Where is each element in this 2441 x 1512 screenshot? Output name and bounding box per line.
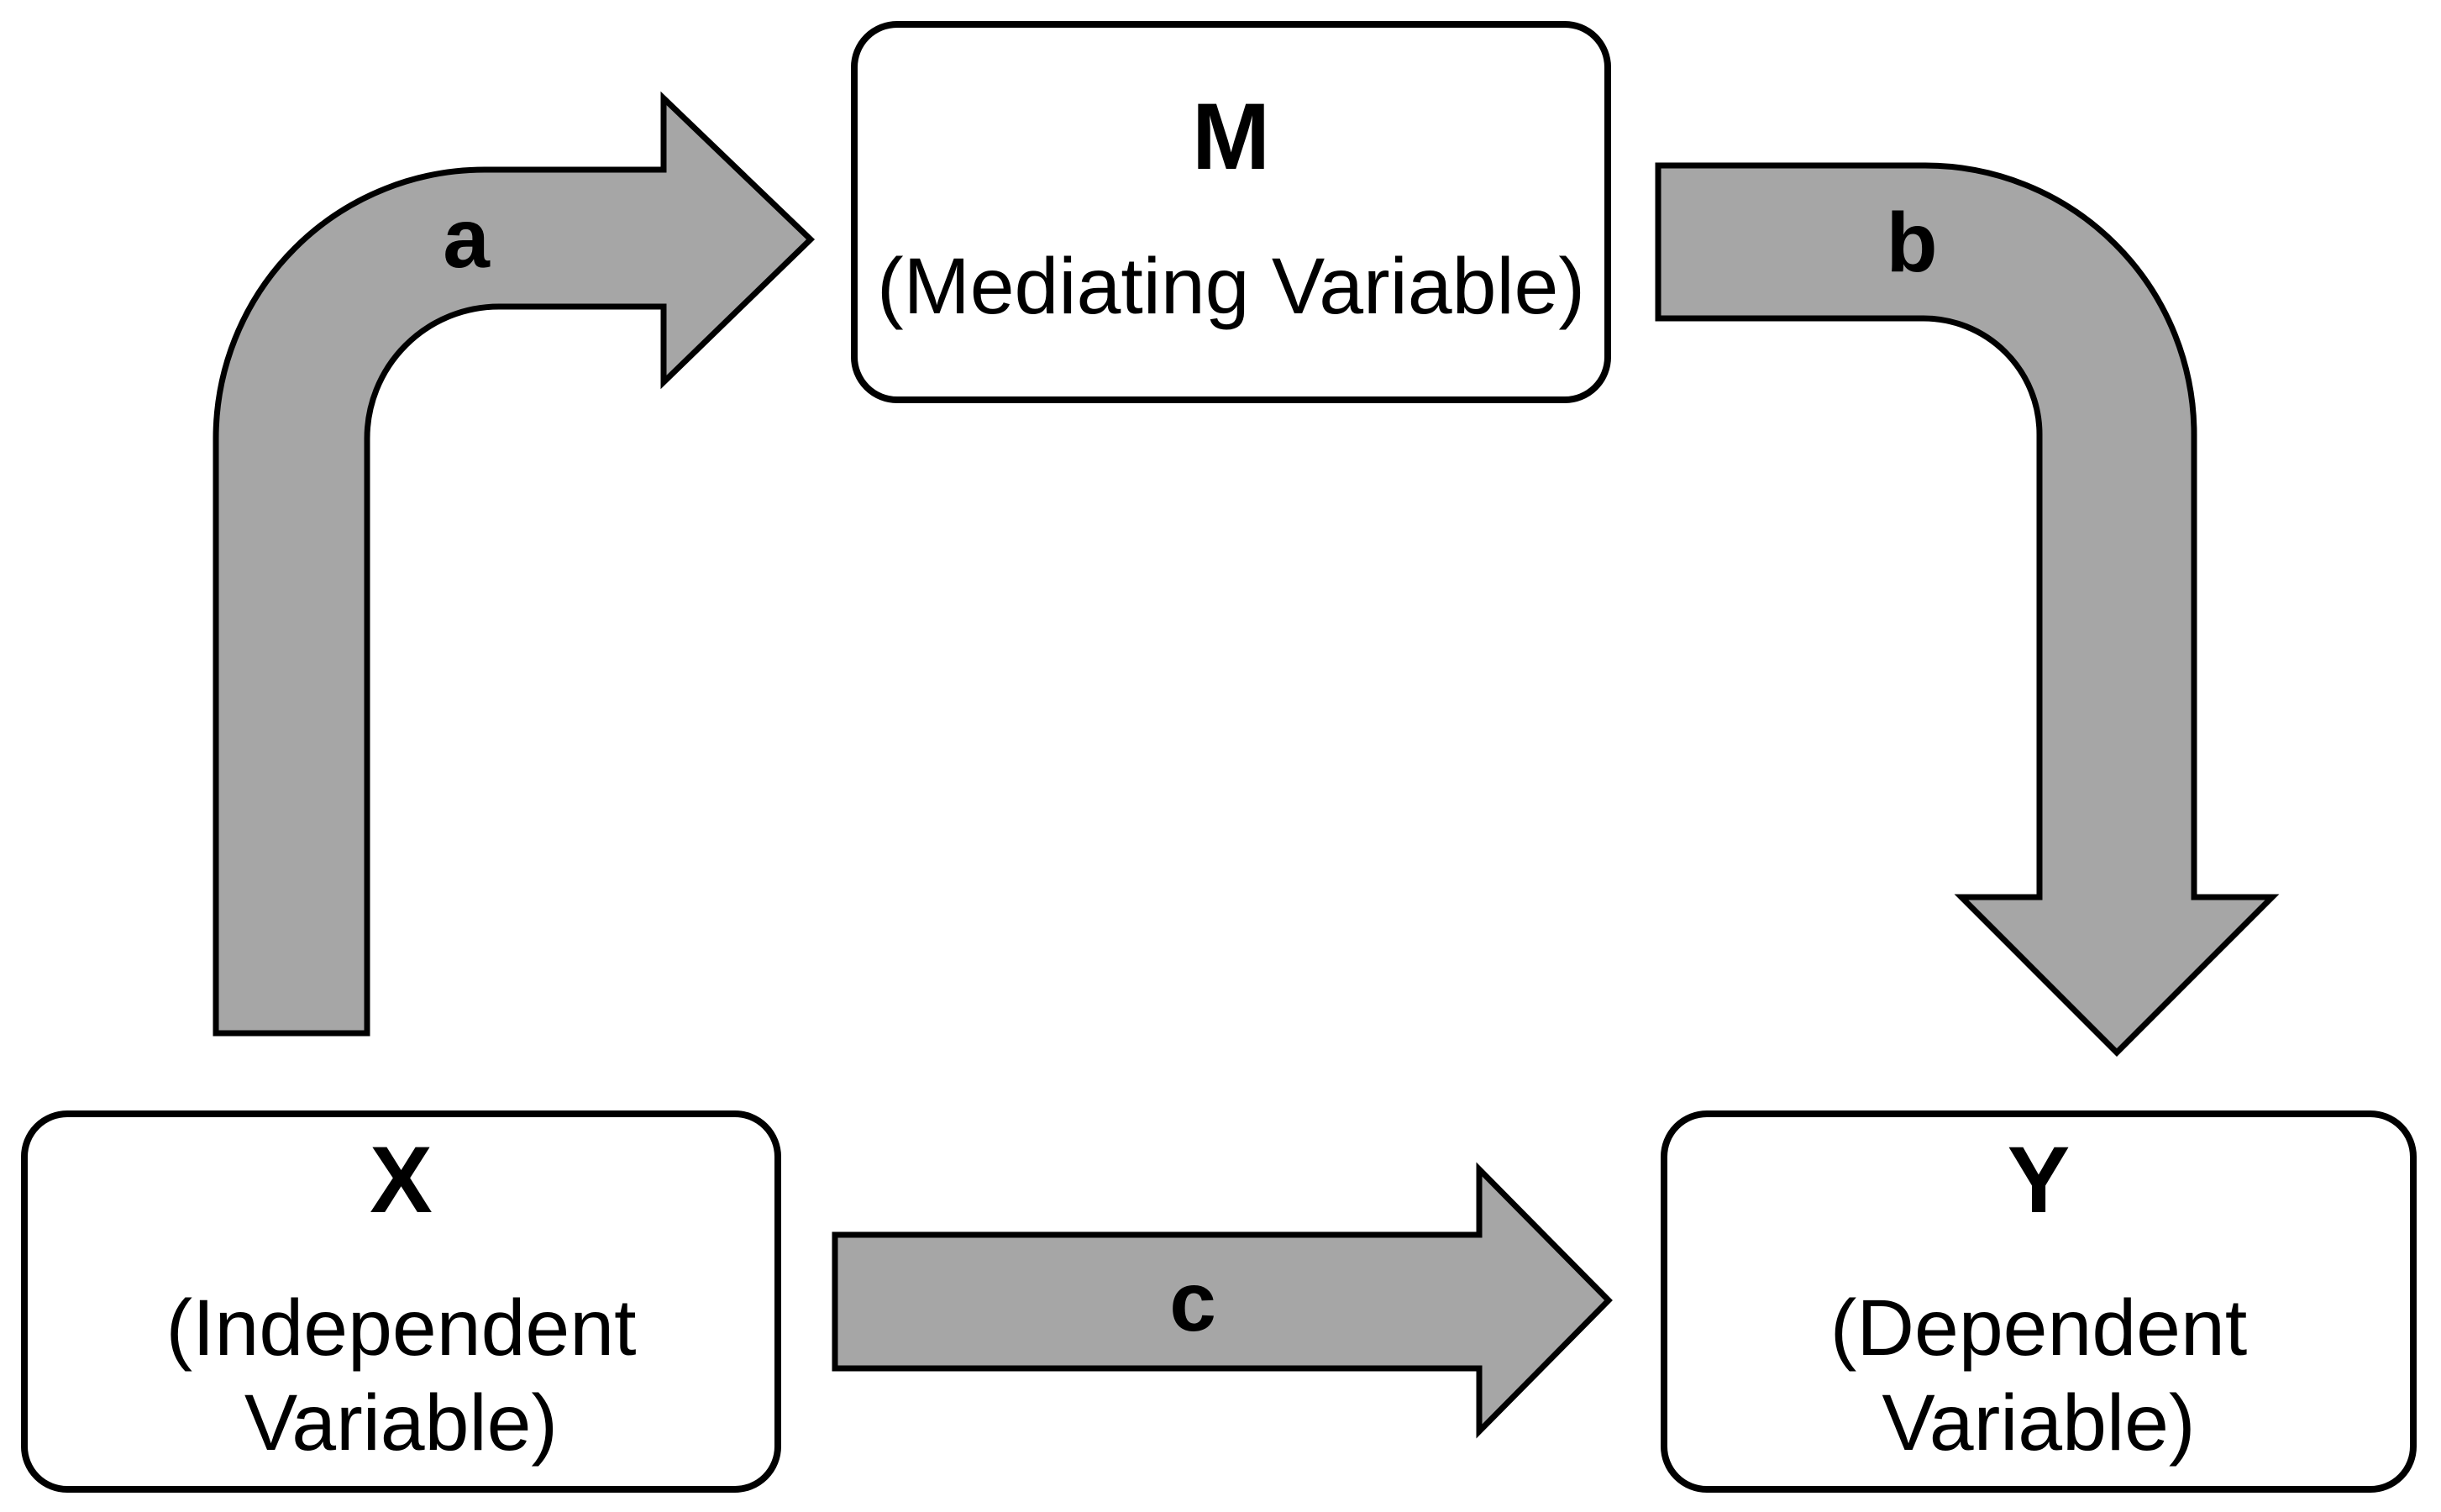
path-a-arrow bbox=[213, 91, 816, 1037]
node-dependent-symbol: Y bbox=[2007, 1127, 2071, 1233]
path-a-label: a bbox=[443, 192, 491, 286]
node-independent-symbol: X bbox=[370, 1127, 433, 1233]
node-dependent-box: Y (Dependent Variable) bbox=[1661, 1110, 2417, 1493]
node-dependent-label: (Dependent Variable) bbox=[1829, 1284, 2248, 1467]
node-independent-box: X (Independent Variable) bbox=[21, 1110, 781, 1493]
node-mediator-box: M (Mediating Variable) bbox=[851, 21, 1611, 403]
node-independent-label: (Independent Variable) bbox=[165, 1284, 637, 1467]
node-mediator-label: (Mediating Variable) bbox=[876, 242, 1586, 332]
path-b-label: b bbox=[1886, 196, 1937, 290]
path-c-label: c bbox=[1169, 1255, 1216, 1349]
path-b-arrow bbox=[1655, 162, 2280, 1057]
path-c-arrow bbox=[832, 1162, 1613, 1439]
node-mediator-symbol: M bbox=[1191, 84, 1271, 190]
